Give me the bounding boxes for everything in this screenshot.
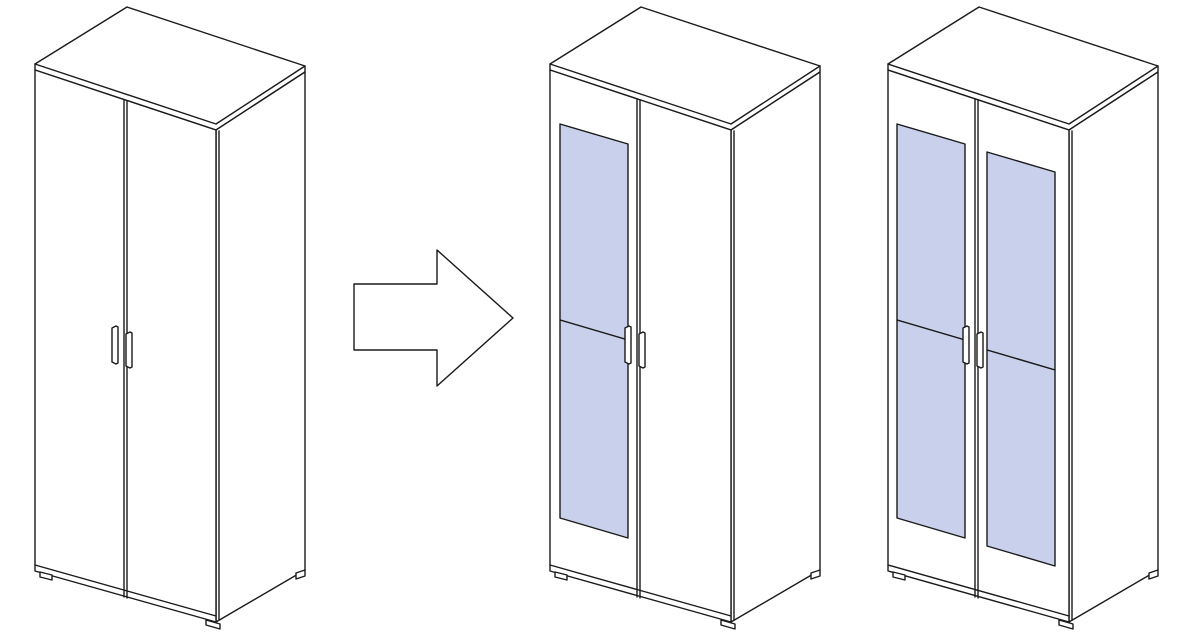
handle-left <box>962 325 970 365</box>
foot-back <box>810 569 821 580</box>
glass-panel-right-lower <box>986 349 1056 567</box>
glass-panel-left-upper <box>896 123 966 341</box>
plinth-line <box>549 564 732 617</box>
glass-panel-lower <box>559 319 629 539</box>
wardrobe-two-glass-doors <box>887 6 1159 630</box>
foot-right <box>205 619 221 630</box>
foot-right <box>1058 619 1074 630</box>
wardrobe-side <box>1068 71 1159 623</box>
handle-left <box>111 325 119 365</box>
foot-back <box>295 569 306 580</box>
foot-left <box>39 571 53 581</box>
handle-left <box>624 325 632 365</box>
wardrobe-solid-doors <box>34 6 306 630</box>
wardrobe-one-glass-door <box>549 6 821 630</box>
handle-right <box>125 331 133 369</box>
foot-back <box>1148 569 1159 580</box>
plinth-line <box>34 564 217 617</box>
foot-right <box>720 619 736 630</box>
glass-panel-upper <box>559 123 629 341</box>
handle-right <box>638 331 646 369</box>
wardrobe-side <box>730 71 821 623</box>
right-arrow-icon <box>353 249 514 387</box>
glass-panel-left-lower <box>896 319 966 539</box>
foot-left <box>554 571 568 581</box>
handle-right <box>976 331 984 369</box>
foot-left <box>892 571 906 581</box>
wardrobe-side <box>215 71 306 623</box>
plinth-line <box>887 564 1070 617</box>
glass-panel-right-upper <box>986 151 1056 371</box>
